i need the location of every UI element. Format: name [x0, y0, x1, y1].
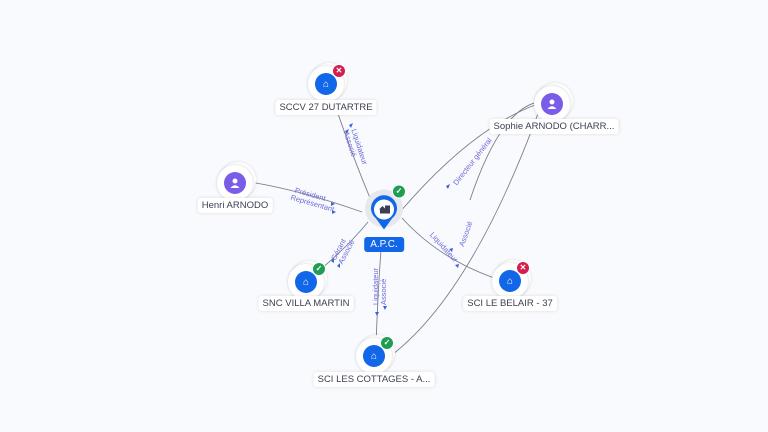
edge-cottages-center: [375, 249, 382, 346]
person-icon: [547, 99, 557, 109]
arrow-marker: [337, 263, 340, 268]
node-label-villa: SNC VILLA MARTIN: [258, 296, 354, 311]
building-icon: ⌂: [370, 350, 378, 362]
node-label-sophie: Sophie ARNODO (CHARR...: [489, 119, 619, 134]
center-node[interactable]: ✓: [364, 184, 406, 240]
edge-role: Associé: [379, 278, 388, 305]
building-icon: [379, 205, 390, 214]
arrow-marker: [332, 210, 336, 214]
node-sophie[interactable]: [534, 83, 573, 122]
map-pin-icon: [365, 189, 403, 230]
edge-sophie-center: [399, 104, 536, 213]
node-label-henri: Henri ARNODO: [197, 198, 273, 213]
node-sccv[interactable]: ⌂ ✕: [308, 63, 347, 102]
node-cottages[interactable]: ⌂ ✓: [356, 335, 395, 374]
arrow-marker: [446, 184, 450, 189]
arrow-marker: [349, 123, 353, 128]
node-label-belair: SCI LE BELAIR - 37: [463, 296, 557, 311]
status-badge-active: ✓: [380, 336, 394, 350]
status-badge-closed: ✕: [332, 64, 346, 78]
building-icon: ⌂: [322, 78, 330, 90]
edge-sophie-cottages: [384, 107, 541, 361]
arrow-marker: [449, 248, 453, 252]
arrow-marker: [331, 202, 335, 206]
building-icon: ⌂: [302, 276, 310, 288]
arrow-marker: [383, 306, 387, 310]
arrow-marker: [375, 312, 379, 316]
node-label-sccv: SCCV 27 DUTARTRE: [275, 100, 377, 115]
edge-label-cottages: Liquidateur Associé: [371, 268, 388, 305]
node-henri[interactable]: [217, 162, 256, 201]
node-belair[interactable]: ⌂ ✕: [492, 260, 531, 299]
status-badge-active: ✓: [312, 262, 326, 276]
edge-belair-center: [401, 217, 501, 281]
edge-henri-center: [249, 181, 363, 213]
building-icon: ⌂: [506, 275, 514, 287]
arrow-marker: [345, 129, 349, 134]
node-label-cottages: SCI LES COTTAGES - A...: [313, 372, 435, 387]
status-badge-active: ✓: [392, 184, 406, 199]
person-icon: [230, 178, 240, 188]
status-badge-closed: ✕: [516, 261, 530, 275]
arrow-marker: [331, 258, 334, 263]
center-node-label: A.P.C.: [364, 237, 404, 252]
node-villa[interactable]: ⌂ ✓: [288, 261, 327, 300]
arrow-marker: [455, 264, 459, 268]
